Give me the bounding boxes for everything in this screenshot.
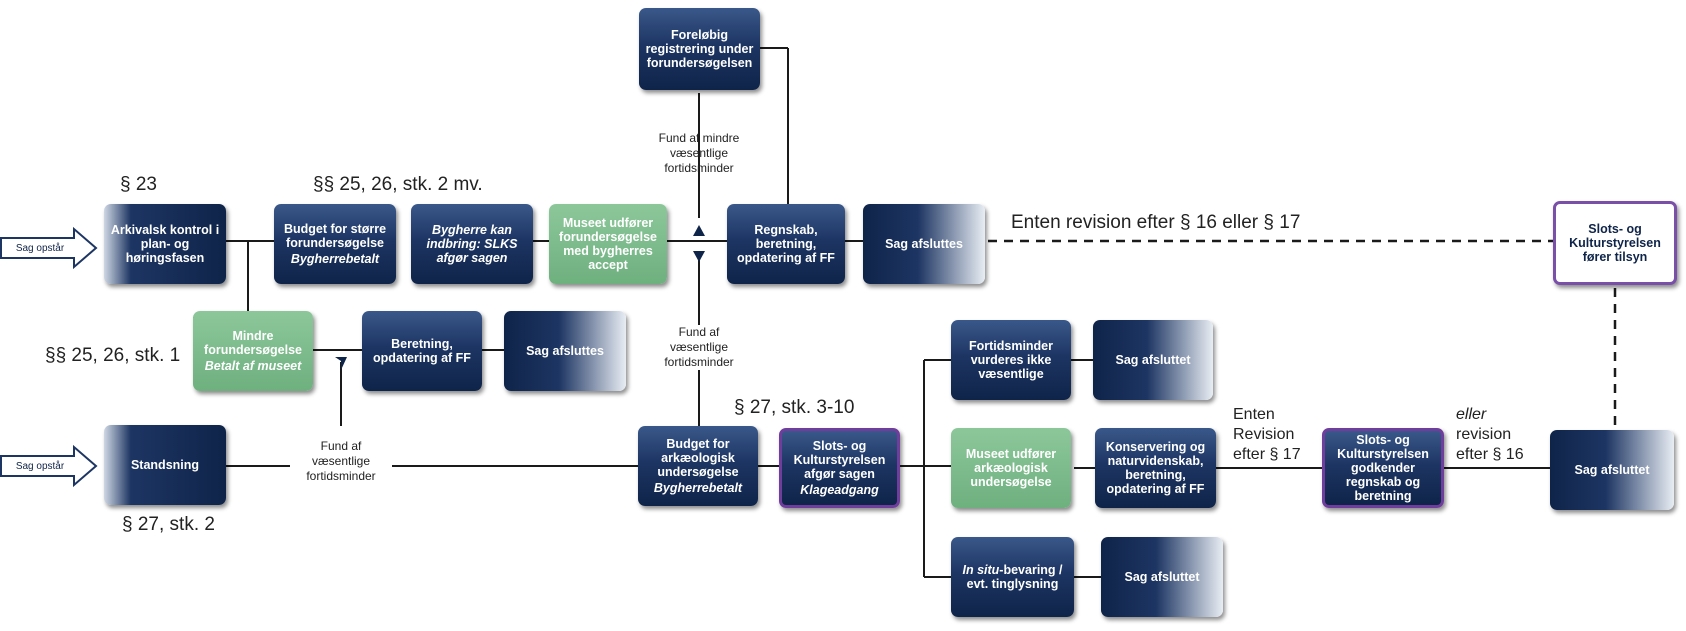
slots-godkender-box[interactable]: Slots- og Kulturstyrelsen godkender regn… — [1322, 428, 1444, 508]
box-label: Slots- og Kulturstyrelsen fører tilsyn — [1569, 222, 1661, 264]
box-label: Konservering og naturvidenskab, beretnin… — [1105, 440, 1206, 496]
sag-afsluttet-right-box[interactable]: Sag afsluttet — [1550, 430, 1674, 510]
fund-mindre-label: Fund af mindre væsentlige fortidsminder — [646, 131, 752, 176]
beretning-mid-box[interactable]: Beretning, opdatering af FF — [362, 311, 482, 391]
box-label: Sag afsluttet — [1574, 463, 1650, 477]
label-line: fortidsminder — [664, 161, 734, 175]
box-label: Arkivalsk kontrol i plan- og høringsfase… — [110, 223, 220, 265]
label-line: væsentlige — [311, 454, 371, 468]
sag-afsluttet-1-box[interactable]: Sag afsluttet — [1093, 320, 1213, 400]
start-label: Sag opstår — [15, 460, 65, 472]
start-arrow-top: Sag opstår — [0, 226, 98, 275]
start-arrow-bottom: Sag opstår — [0, 444, 98, 493]
section-23: § 23 — [120, 174, 157, 195]
box-label: Sag afsluttet — [1124, 570, 1200, 584]
box-label: In situ-bevaring / evt. tinglysning — [955, 563, 1070, 591]
label-line: Enten — [1233, 406, 1275, 423]
arrow-down-icon — [693, 251, 705, 262]
box-label-rest: -bevaring / evt. tinglysning — [966, 563, 1063, 591]
budget-stoerre-box[interactable]: Budget for større forundersøgelse Bygher… — [274, 204, 396, 284]
right-arrow-icon — [0, 226, 98, 270]
section-27-stk2: § 27, stk. 2 — [122, 514, 215, 535]
box-label: Regnskab, beretning, opdatering af FF — [737, 223, 835, 265]
box-label: Sag afsluttes — [885, 237, 963, 251]
box-label: Sag afsluttes — [526, 344, 604, 358]
right-arrow-icon — [0, 444, 98, 488]
label-line: efter § 17 — [1233, 446, 1301, 463]
label-line: Revision — [1233, 426, 1295, 443]
fund-vaesentlige-bottom-label: Fund af væsentlige fortidsminder — [290, 439, 392, 484]
mindre-forundersoegelse-box[interactable]: Mindre forundersøgelse Betalt af museet — [193, 311, 313, 391]
label-line: væsentlige — [669, 340, 729, 354]
box-sublabel: Betalt af museet — [204, 359, 302, 373]
label-line: Fund af — [320, 439, 362, 453]
box-label: Foreløbig registrering under forundersøg… — [645, 28, 754, 70]
label-line: efter § 16 — [1456, 446, 1524, 463]
fortidsminder-ikke-box[interactable]: Fortidsminder vurderes ikke væsentlige — [951, 320, 1071, 400]
budget-arkaeologisk-box[interactable]: Budget for arkæologisk undersøgelse Bygh… — [638, 426, 758, 506]
box-label: Fortidsminder vurderes ikke væsentlige — [968, 339, 1054, 381]
box-label: Budget for større forundersøgelse — [283, 222, 387, 250]
standsning-box[interactable]: Standsning — [104, 425, 226, 505]
fund-vaesentlige-top-label: Fund af væsentlige fortidsminder — [646, 325, 752, 370]
box-label: Beretning, opdatering af FF — [373, 337, 471, 365]
label-line: revision — [1456, 426, 1512, 443]
box-label-italic: In situ — [962, 563, 1000, 577]
arrow-down-icon — [335, 357, 347, 370]
label-line: væsentlige — [669, 146, 729, 160]
enten-revision-top-label: Enten revision efter § 16 eller § 17 — [1011, 212, 1301, 233]
museet-arkaeologisk-box[interactable]: Museet udfører arkæologisk undersøgelse — [951, 428, 1071, 508]
box-label: Bygherre kan indbring: SLKS afgør sagen — [426, 223, 518, 265]
box-label: Slots- og Kulturstyrelsen godkender regn… — [1337, 433, 1429, 503]
slots-afgoer-box[interactable]: Slots- og Kulturstyrelsen afgør sagen Kl… — [779, 428, 900, 508]
box-sublabel: Bygherrebetalt — [290, 252, 380, 266]
label-line: Fund af — [678, 325, 720, 339]
enten-revision-17-label: Enten Revision efter § 17 — [1233, 405, 1301, 465]
label-line: fortidsminder — [664, 355, 734, 369]
konservering-box[interactable]: Konservering og naturvidenskab, beretnin… — [1095, 428, 1216, 508]
sag-afsluttet-3-box[interactable]: Sag afsluttet — [1101, 537, 1223, 617]
museet-forundersoegelse-box[interactable]: Museet udfører forundersøgelse med byghe… — [549, 204, 667, 284]
box-sublabel: Klageadgang — [800, 483, 879, 497]
label-line: Fund af mindre — [658, 131, 740, 145]
sag-afsluttes-mid-box[interactable]: Sag afsluttes — [504, 311, 626, 391]
box-label: Standsning — [130, 458, 200, 472]
box-label: Budget for arkæologisk undersøgelse — [657, 437, 739, 479]
box-label: Slots- og Kulturstyrelsen afgør sagen — [793, 439, 886, 481]
start-label: Sag opstår — [15, 242, 65, 254]
regnskab-box[interactable]: Regnskab, beretning, opdatering af FF — [727, 204, 845, 284]
box-sublabel: Bygherrebetalt — [653, 481, 743, 495]
box-label: Mindre forundersøgelse — [204, 329, 302, 357]
slots-tilsyn-box[interactable]: Slots- og Kulturstyrelsen fører tilsyn — [1553, 201, 1677, 285]
box-label: Museet udfører forundersøgelse med byghe… — [559, 216, 657, 272]
sag-afsluttes-top-box[interactable]: Sag afsluttes — [863, 204, 985, 284]
arrow-up-icon — [693, 225, 705, 236]
box-label: Museet udfører arkæologisk undersøgelse — [965, 447, 1057, 489]
arkivalsk-kontrol-box[interactable]: Arkivalsk kontrol i plan- og høringsfase… — [104, 204, 226, 284]
section-25-26-mv: §§ 25, 26, stk. 2 mv. — [313, 174, 483, 195]
eller-revision-16-label: eller revision efter § 16 — [1456, 405, 1524, 465]
foreloebig-registrering-box[interactable]: Foreløbig registrering under forundersøg… — [639, 8, 760, 90]
insitu-box[interactable]: In situ-bevaring / evt. tinglysning — [951, 537, 1074, 617]
section-25-26-stk1: §§ 25, 26, stk. 1 — [45, 345, 181, 366]
label-line: eller — [1456, 406, 1487, 423]
label-line: fortidsminder — [306, 469, 376, 483]
box-label: Sag afsluttet — [1115, 353, 1191, 367]
bygherre-indbring-box[interactable]: Bygherre kan indbring: SLKS afgør sagen — [411, 204, 533, 284]
section-27-stk3-10: § 27, stk. 3-10 — [734, 397, 855, 418]
